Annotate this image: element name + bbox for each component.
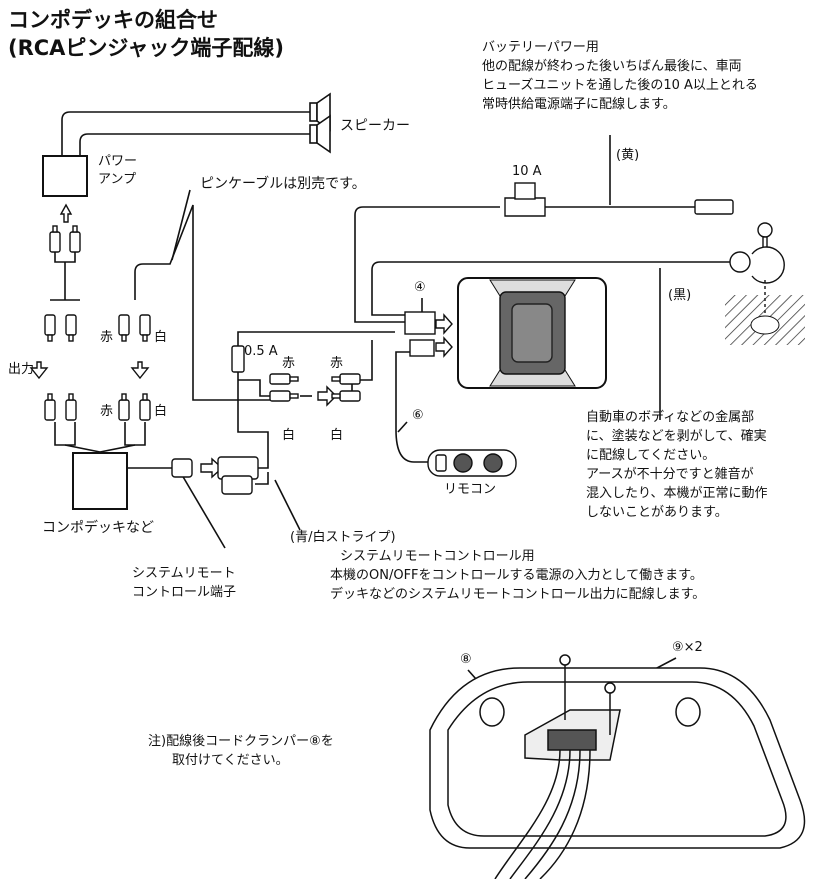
fuse-0-5a-label: 0.5 A (244, 344, 278, 359)
battery-note-1: バッテリーパワー用 (482, 40, 599, 55)
speaker-wire-lower (79, 133, 310, 155)
component-deck-box (72, 452, 128, 510)
power-amp-label-2: アンプ (98, 172, 137, 187)
rca-plugs-mid-left (44, 314, 77, 342)
component-deck-label: コンポデッキなど (42, 520, 154, 536)
yellow-wire-label: (黄) (616, 148, 640, 163)
connector-4-label: ④ (414, 280, 426, 295)
fuse-10a-label: 10 A (512, 164, 542, 179)
black-wire-label: (黒) (668, 288, 692, 303)
system-remote-note-3: デッキなどのシステムリモートコントロール出力に配線します。 (330, 587, 706, 602)
connector-6-label: ⑥ (412, 408, 424, 423)
blue-white-stripe-label: (青/白ストライプ) (290, 530, 396, 545)
remote-cable (395, 351, 428, 463)
cord-clamper-drawing (429, 654, 806, 879)
speaker-wire-upper (61, 111, 310, 155)
rca-to-unit (340, 340, 373, 397)
battery-terminal (694, 199, 734, 215)
page-title-line1: コンポデッキの組合せ (8, 8, 218, 32)
rca-plugs-deck-left (44, 393, 77, 421)
pin-cable-note: ピンケーブルは別売です。 (200, 176, 366, 192)
white-label-inline-1: 白 (282, 428, 296, 443)
ground-wire (371, 261, 730, 316)
rca-inline-plugs (269, 373, 361, 402)
white-label-inline-2: 白 (330, 428, 344, 443)
amp-input-y (54, 252, 76, 263)
system-remote-note-1: システムリモートコントロール用 (340, 549, 535, 564)
ground-note-2: に、塗装などを剥がして、確実 (586, 429, 767, 444)
remote-wire-blue-white (237, 331, 395, 469)
output-label: 出力 (8, 362, 35, 377)
page-title-line2: (RCAピンジャック端子配線) (8, 36, 284, 60)
red-label-inline-2: 赤 (330, 356, 344, 371)
red-label-mid: 赤 (100, 330, 114, 345)
pin-cable (134, 204, 270, 401)
white-label-mid: 白 (154, 330, 168, 345)
part-9-label: ⑨×2 (672, 640, 703, 655)
system-remote-note-2: 本機のON/OFFをコントロールする電源の入力として働きます。 (330, 568, 703, 583)
battery-note-2: 他の配線が終わった後いちばん最後に、車両 (482, 59, 742, 74)
ground-note-5: 混入したり、本機が正常に動作 (586, 486, 768, 501)
ground-note-1: 自動車のボディなどの金属部 (586, 410, 755, 425)
power-wire (354, 206, 500, 323)
rca-plugs-amp (49, 225, 81, 253)
clamp-note-2: 取付けてください。 (172, 753, 289, 768)
white-label-deck: 白 (154, 404, 168, 419)
power-amp-label-1: パワー (98, 154, 138, 169)
ground-note-3: に配線してください。 (586, 448, 716, 463)
remote-label: リモコン (444, 482, 497, 497)
clamp-note-1: 注)配線後コードクランパー⑧を (148, 734, 334, 749)
fuse-10a (504, 197, 546, 217)
rca-plugs-deck-right (118, 393, 151, 421)
power-amp-box (42, 155, 88, 197)
red-label-deck: 赤 (100, 404, 114, 419)
red-label-inline-1: 赤 (282, 356, 296, 371)
ground-note-6: しないことがあります。 (586, 505, 728, 520)
speaker-icons (309, 92, 331, 154)
system-remote-terminal-1: システムリモート (132, 566, 236, 581)
fuse-0-5a (231, 345, 245, 373)
amplifier-unit (457, 277, 607, 389)
battery-note-3: ヒューズユニットを通した後の10 A以上とれる (482, 78, 758, 93)
ground-note-4: アースが不十分ですと雑音が (586, 467, 754, 482)
remote-control-icon (427, 449, 517, 477)
part-8-label: ⑧ (460, 652, 472, 667)
system-remote-terminal-2: コントロール端子 (132, 585, 237, 600)
speaker-label: スピーカー (340, 118, 410, 134)
battery-note-4: 常時供給電源端子に配線します。 (482, 97, 676, 112)
rca-plugs-mid-right (118, 314, 151, 342)
